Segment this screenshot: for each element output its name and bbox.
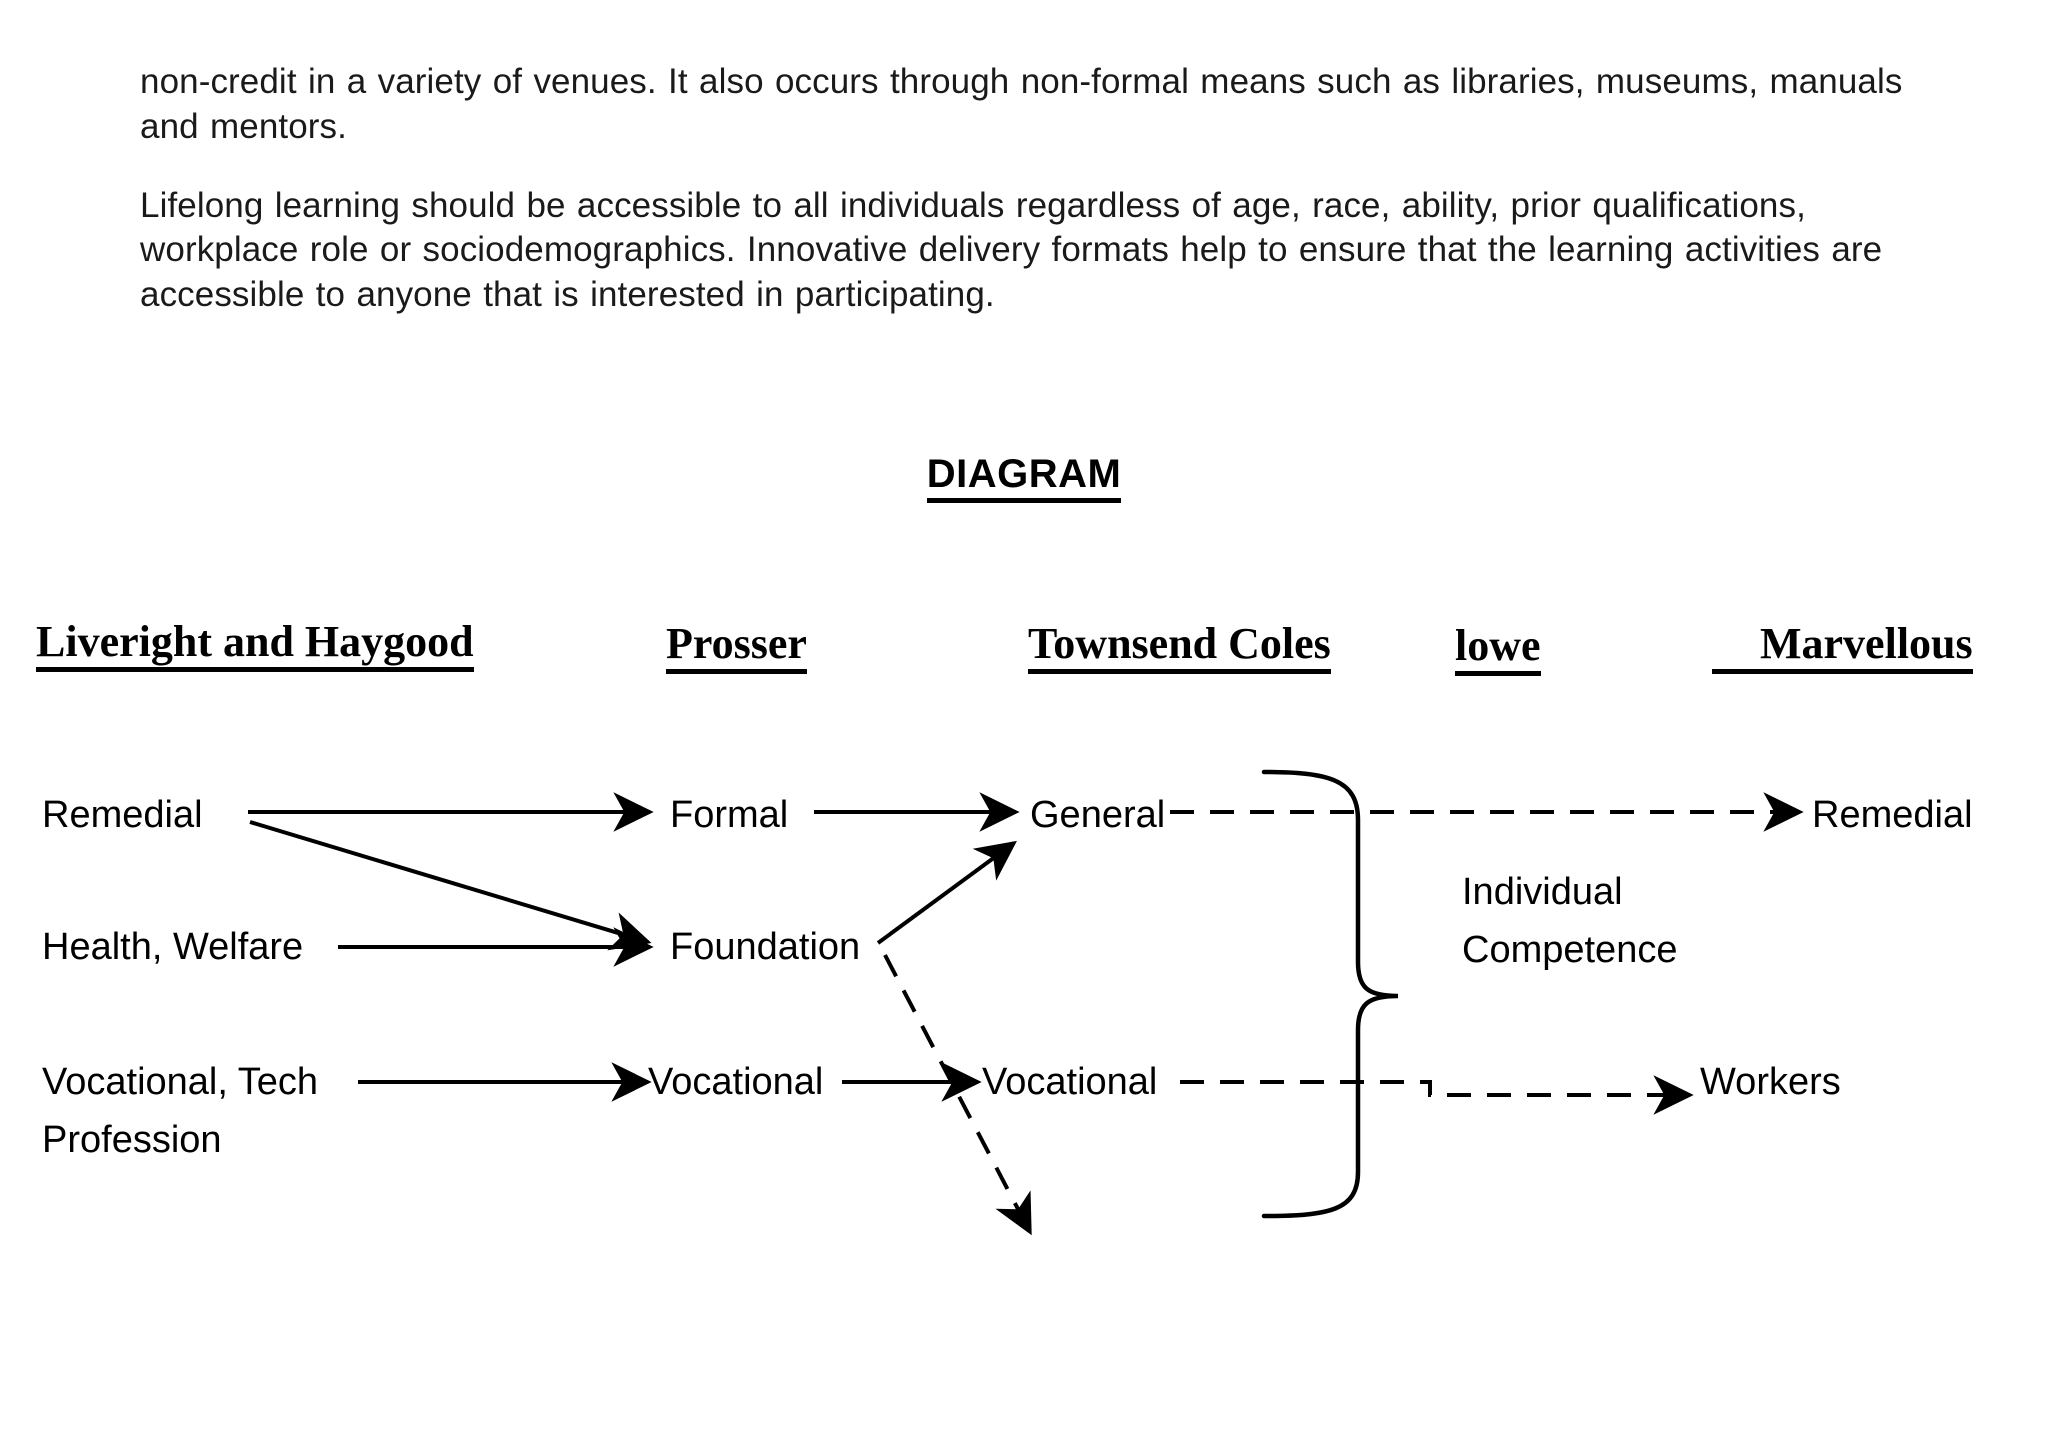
node-remedial-liveright: Remedial xyxy=(42,794,203,836)
node-vocational-tech: Vocational, Tech xyxy=(42,1061,319,1103)
column-header-marvellous: Marvellous xyxy=(1712,622,1973,674)
connector-vocational-to-workers-dashed xyxy=(1180,1075,1694,1115)
node-individual: Individual xyxy=(1462,871,1623,913)
column-header-label: Liveright and Haygood xyxy=(36,620,474,672)
connector-foundation-to-general xyxy=(876,840,1017,945)
node-vocational-prosser: Vocational xyxy=(648,1061,824,1103)
column-header-lowe: lowe xyxy=(1455,624,1541,676)
grouping-brace xyxy=(1261,769,1399,1219)
column-header-liveright-and-haygood: Liveright and Haygood xyxy=(36,620,474,672)
paragraph-1: non-credit in a variety of venues. It al… xyxy=(140,62,1903,146)
column-header-townsend-coles: Townsend Coles xyxy=(1028,622,1331,674)
column-header-label: lowe xyxy=(1455,624,1541,676)
node-remedial-marvellous: Remedial xyxy=(1812,794,1973,836)
node-formal: Formal xyxy=(670,794,789,836)
column-header-prosser: Prosser xyxy=(666,622,807,674)
node-vocational-townsend: Vocational xyxy=(982,1061,1158,1103)
column-header-label: Prosser xyxy=(666,622,807,674)
diagram-heading-text: DIAGRAM xyxy=(926,452,1122,503)
node-workers: Workers xyxy=(1700,1061,1841,1103)
paragraph-2: Lifelong learning should be accessible t… xyxy=(140,185,1883,315)
column-header-label: Marvellous xyxy=(1712,622,1973,674)
diagram-heading: DIAGRAM xyxy=(0,452,2048,503)
prose-block: non-credit in a variety of venues. It al… xyxy=(140,60,1930,352)
node-competence: Competence xyxy=(1462,929,1678,971)
node-foundation: Foundation xyxy=(670,926,861,968)
column-header-label: Townsend Coles xyxy=(1028,622,1331,674)
node-health-welfare: Health, Welfare xyxy=(42,926,304,968)
node-general: General xyxy=(1030,794,1166,836)
connector-remedial-to-foundation xyxy=(249,820,652,951)
node-profession: Profession xyxy=(42,1119,222,1161)
